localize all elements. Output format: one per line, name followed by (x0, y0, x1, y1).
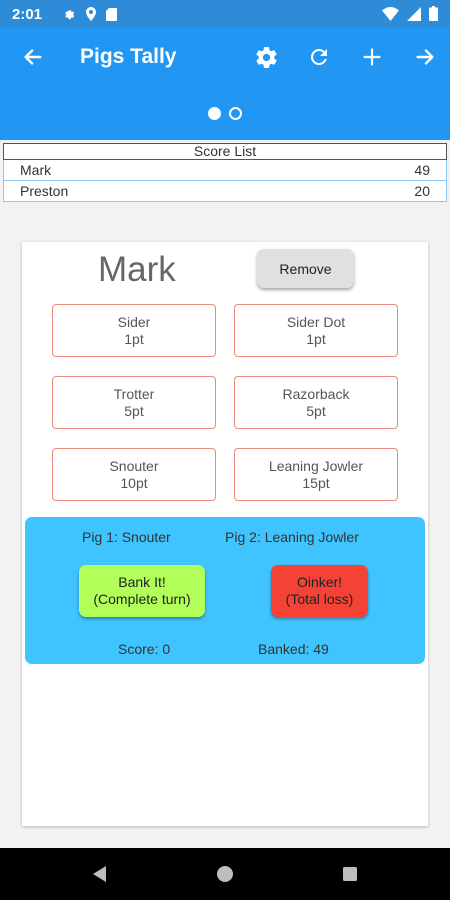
page-dot-2[interactable] (229, 107, 242, 120)
bank-line1: Bank It! (118, 574, 166, 590)
battery-icon (429, 6, 438, 21)
forward-button[interactable] (410, 42, 440, 72)
score-row-name: Mark (20, 162, 52, 178)
signal-icon (407, 6, 421, 21)
pig-button-razorback[interactable]: Razorback 5pt (234, 376, 398, 429)
score-row[interactable]: Preston 20 (3, 181, 447, 202)
score-row[interactable]: Mark 49 (3, 160, 447, 181)
bank-it-button[interactable]: Bank It! (Complete turn) (79, 565, 205, 617)
oink-line2: (Total loss) (285, 591, 354, 607)
refresh-icon (310, 48, 327, 65)
score-row-value: 49 (414, 162, 430, 178)
app-bar: Pigs Tally (0, 28, 450, 140)
add-button[interactable] (357, 42, 387, 72)
pig-button-sider[interactable]: Sider 1pt (52, 304, 216, 357)
nav-back-icon[interactable] (90, 864, 110, 884)
score-row-value: 20 (414, 183, 430, 199)
pig-points: 1pt (124, 330, 144, 347)
nav-home-icon[interactable] (215, 864, 235, 884)
pig-points: 1pt (306, 330, 326, 347)
oink-line1: Oinker! (296, 574, 343, 590)
status-bar: 2:01 (0, 0, 450, 28)
settings-button[interactable] (251, 42, 281, 72)
pig-label: Sider (117, 313, 151, 330)
status-right (382, 6, 438, 21)
pig-points: 15pt (302, 474, 330, 491)
remove-button[interactable]: Remove (257, 249, 354, 288)
pig-button-snouter[interactable]: Snouter 10pt (52, 448, 216, 501)
page-indicator (0, 107, 450, 120)
pig1-result: Pig 1: Snouter (82, 529, 171, 545)
sd-card-icon (106, 7, 118, 21)
score-row-name: Preston (20, 183, 69, 199)
pig-label: Snouter (109, 457, 159, 474)
pig-points: 10pt (120, 474, 148, 491)
nav-recents-icon[interactable] (340, 864, 360, 884)
player-name: Mark (98, 250, 176, 289)
forward-arrow-icon (416, 49, 434, 65)
pig-button-sider-dot[interactable]: Sider Dot 1pt (234, 304, 398, 357)
pig-label: Razorback (282, 385, 350, 402)
settings-icon (255, 46, 277, 68)
wifi-icon (382, 6, 399, 21)
pig-label: Sider Dot (286, 313, 346, 330)
add-icon (363, 48, 381, 66)
back-arrow-icon (24, 49, 42, 65)
turn-panel: Pig 1: Snouter Pig 2: Leaning Jowler Ban… (25, 517, 425, 664)
status-left: 2:01 (12, 5, 118, 23)
pig-button-leaning-jowler[interactable]: Leaning Jowler 15pt (234, 448, 398, 501)
player-card: Mark Remove Sider 1pt Sider Dot 1pt Trot… (22, 242, 428, 826)
pig-points: 5pt (124, 402, 144, 419)
gear-icon (65, 9, 75, 19)
bank-line2: (Complete turn) (93, 591, 191, 607)
status-time: 2:01 (12, 5, 43, 23)
back-button[interactable] (18, 42, 48, 72)
page-title: Pigs Tally (80, 45, 177, 68)
score-list: Score List Mark 49 Preston 20 (3, 143, 447, 202)
page-dot-1[interactable] (208, 107, 221, 120)
navigation-bar (0, 848, 450, 900)
pig-points: 5pt (306, 402, 326, 419)
refresh-button[interactable] (304, 42, 334, 72)
pig-label: Leaning Jowler (268, 457, 364, 474)
score-list-header: Score List (3, 143, 447, 160)
turn-score: Score: 0 (118, 641, 171, 657)
pig-button-trotter[interactable]: Trotter 5pt (52, 376, 216, 429)
pig2-result: Pig 2: Leaning Jowler (225, 529, 359, 545)
oinker-button[interactable]: Oinker! (Total loss) (271, 565, 368, 617)
pig-label: Trotter (113, 385, 155, 402)
location-icon (86, 7, 97, 21)
banked-score: Banked: 49 (258, 641, 329, 657)
